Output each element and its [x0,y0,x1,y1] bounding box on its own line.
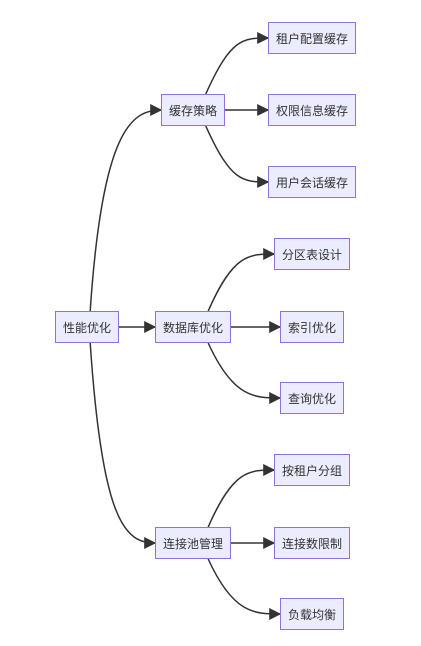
node-partition-design: 分区表设计 [274,238,350,270]
node-load-balancing: 负载均衡 [280,598,344,630]
edge-db-d3 [207,342,282,404]
edge-cache-c3 [205,125,270,188]
node-tenant-config-cache: 租户配置缓存 [268,22,356,54]
node-index-optimization: 索引优化 [280,311,344,343]
edge-perf-pool [89,342,157,549]
edge-db-d1 [207,248,276,312]
edge-cache-c1 [205,32,270,95]
node-cache-strategy: 缓存策略 [161,94,225,126]
edge-perf-cache [89,104,163,312]
node-connection-limit: 连接数限制 [274,527,350,559]
node-group-by-tenant: 按租户分组 [274,454,350,486]
edge-pool-p1 [207,464,276,528]
node-session-cache: 用户会话缓存 [268,166,356,198]
node-connection-pool: 连接池管理 [155,527,231,559]
node-performance-optimization: 性能优化 [55,311,119,343]
node-database-optimization: 数据库优化 [155,311,231,343]
node-query-optimization: 查询优化 [280,382,344,414]
edge-pool-p3 [207,558,282,620]
node-permission-cache: 权限信息缓存 [268,94,356,126]
